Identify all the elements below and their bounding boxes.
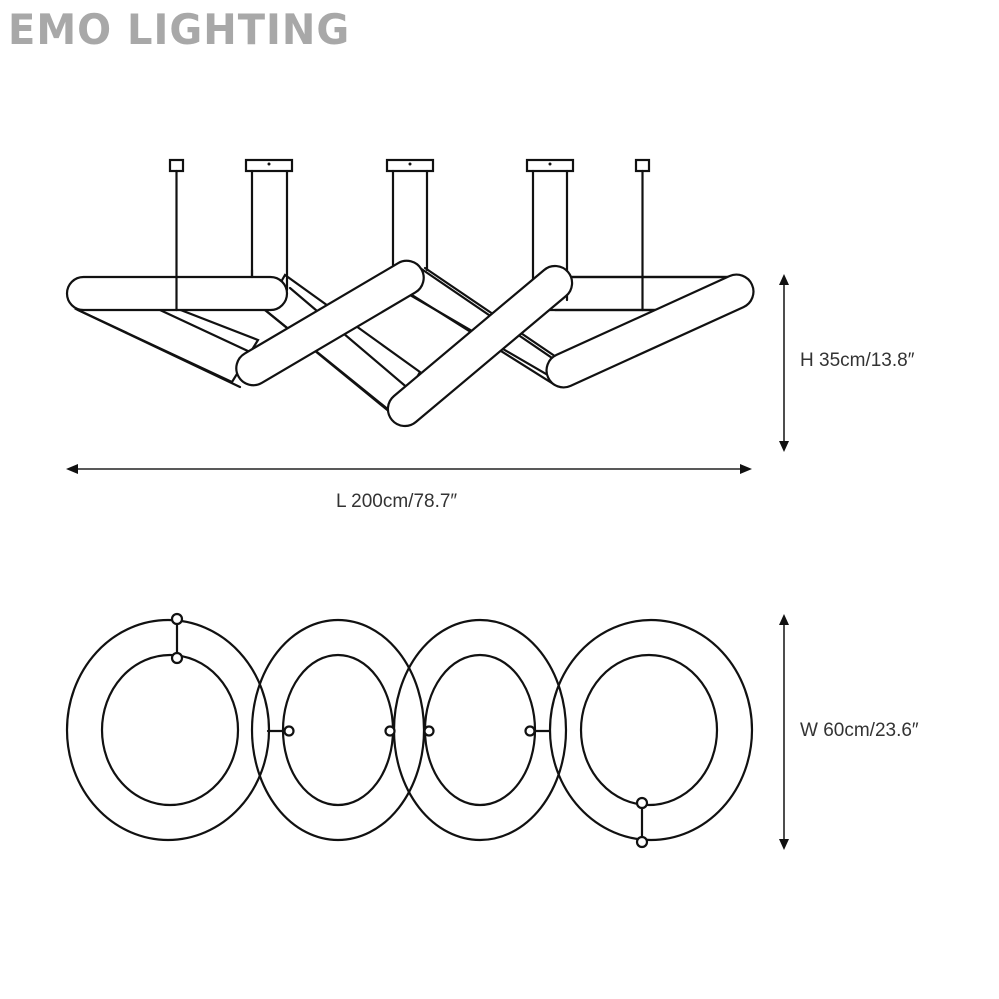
ring-4	[548, 618, 754, 842]
height-dimension	[779, 274, 789, 452]
canopy-center	[385, 158, 435, 272]
clip-mid-1	[266, 725, 295, 737]
top-view	[65, 612, 789, 850]
tube-segment-front-1	[235, 259, 425, 387]
length-dimension	[66, 464, 752, 474]
tube-segment-front-2	[386, 264, 574, 428]
height-label: H 35cm/13.8″	[800, 350, 915, 371]
tube-segment-front-3	[545, 273, 755, 389]
clip-mid-3	[524, 725, 552, 737]
ring-1	[65, 618, 271, 842]
clip-top-left	[170, 612, 184, 665]
tube-segment-back-left	[73, 300, 260, 389]
width-dimension	[779, 614, 789, 850]
width-label: W 60cm/23.6″	[800, 720, 919, 741]
canopy-left	[244, 158, 294, 292]
length-label: L 200cm/78.7″	[336, 491, 458, 512]
clip-mid-2	[384, 725, 435, 737]
brand-logo: EMO LIGHTING	[8, 6, 351, 55]
clip-bottom-right	[635, 796, 649, 849]
side-view	[65, 158, 789, 474]
tube-segment-top-left	[65, 268, 289, 312]
